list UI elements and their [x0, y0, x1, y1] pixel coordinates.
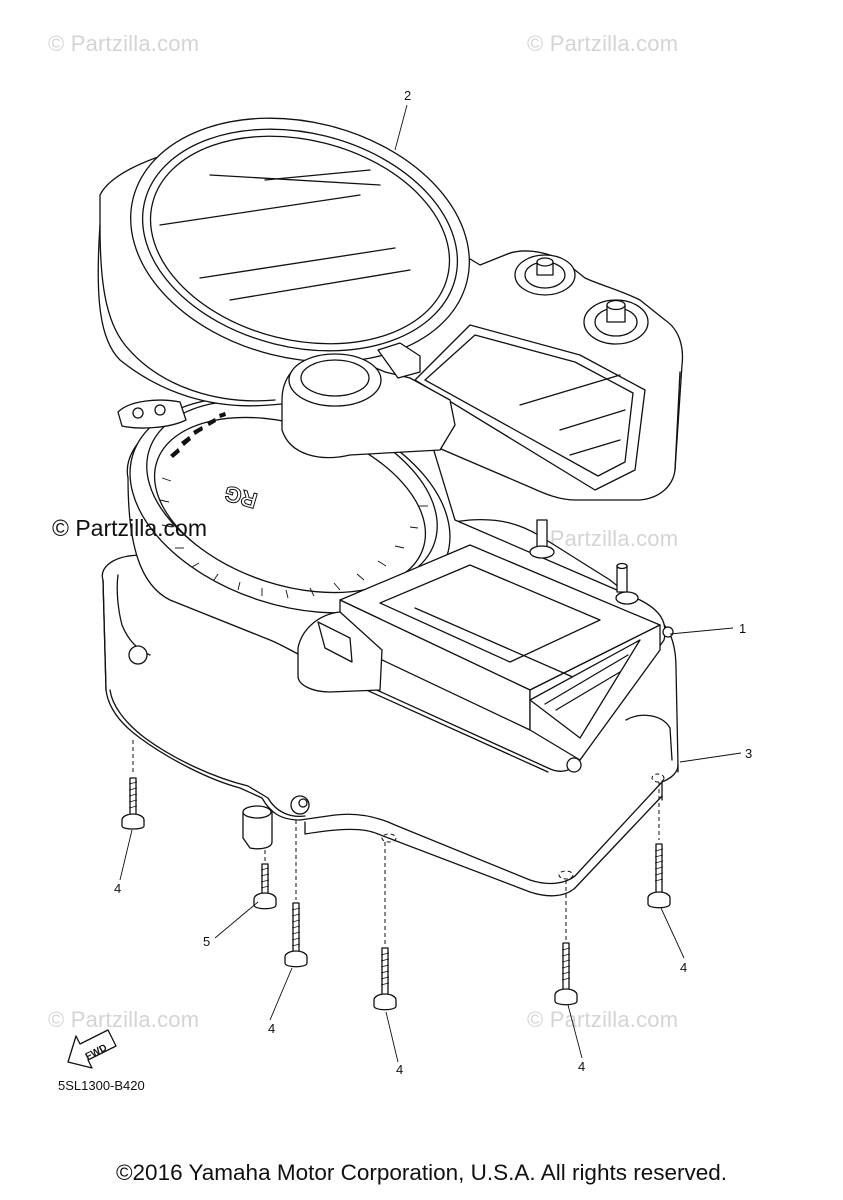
- watermark-top-left: © Partzilla.com: [48, 31, 200, 56]
- part-1-meter-assembly: RG: [126, 394, 674, 773]
- part-2-meter-cover: [97, 117, 684, 501]
- screw-4b: [284, 820, 308, 968]
- screw-4a: [121, 740, 145, 830]
- fwd-arrow-icon: FWD: [67, 1029, 117, 1069]
- callout-part-4a: 4: [114, 881, 122, 896]
- screw-4c: [373, 842, 397, 1011]
- watermark-bottom-right: © Partzilla.com: [527, 1007, 679, 1032]
- callout-part-4c: 4: [396, 1062, 404, 1077]
- callout-part-4b: 4: [268, 1021, 276, 1036]
- screw-5: [253, 850, 277, 910]
- copyright-footer: ©2016 Yamaha Motor Corporation, U.S.A. A…: [115, 1160, 728, 1185]
- callout-part-1: 1: [739, 621, 747, 636]
- watermark-main: © Partzilla.com: [52, 515, 207, 541]
- leader-lines: [119, 104, 742, 1063]
- watermark-top-right: © Partzilla.com: [527, 31, 679, 56]
- diagram-code: 5SL1300-B420: [58, 1078, 145, 1093]
- callout-part-3: 3: [745, 746, 753, 761]
- callout-part-4e: 4: [680, 960, 688, 975]
- callout-part-4d: 4: [578, 1059, 586, 1074]
- watermark-bottom-left: © Partzilla.com: [48, 1007, 200, 1032]
- callout-part-2: 2: [404, 88, 412, 103]
- callout-part-5: 5: [203, 934, 211, 949]
- screw-4d: [554, 880, 578, 1006]
- screw-4e: [647, 782, 671, 909]
